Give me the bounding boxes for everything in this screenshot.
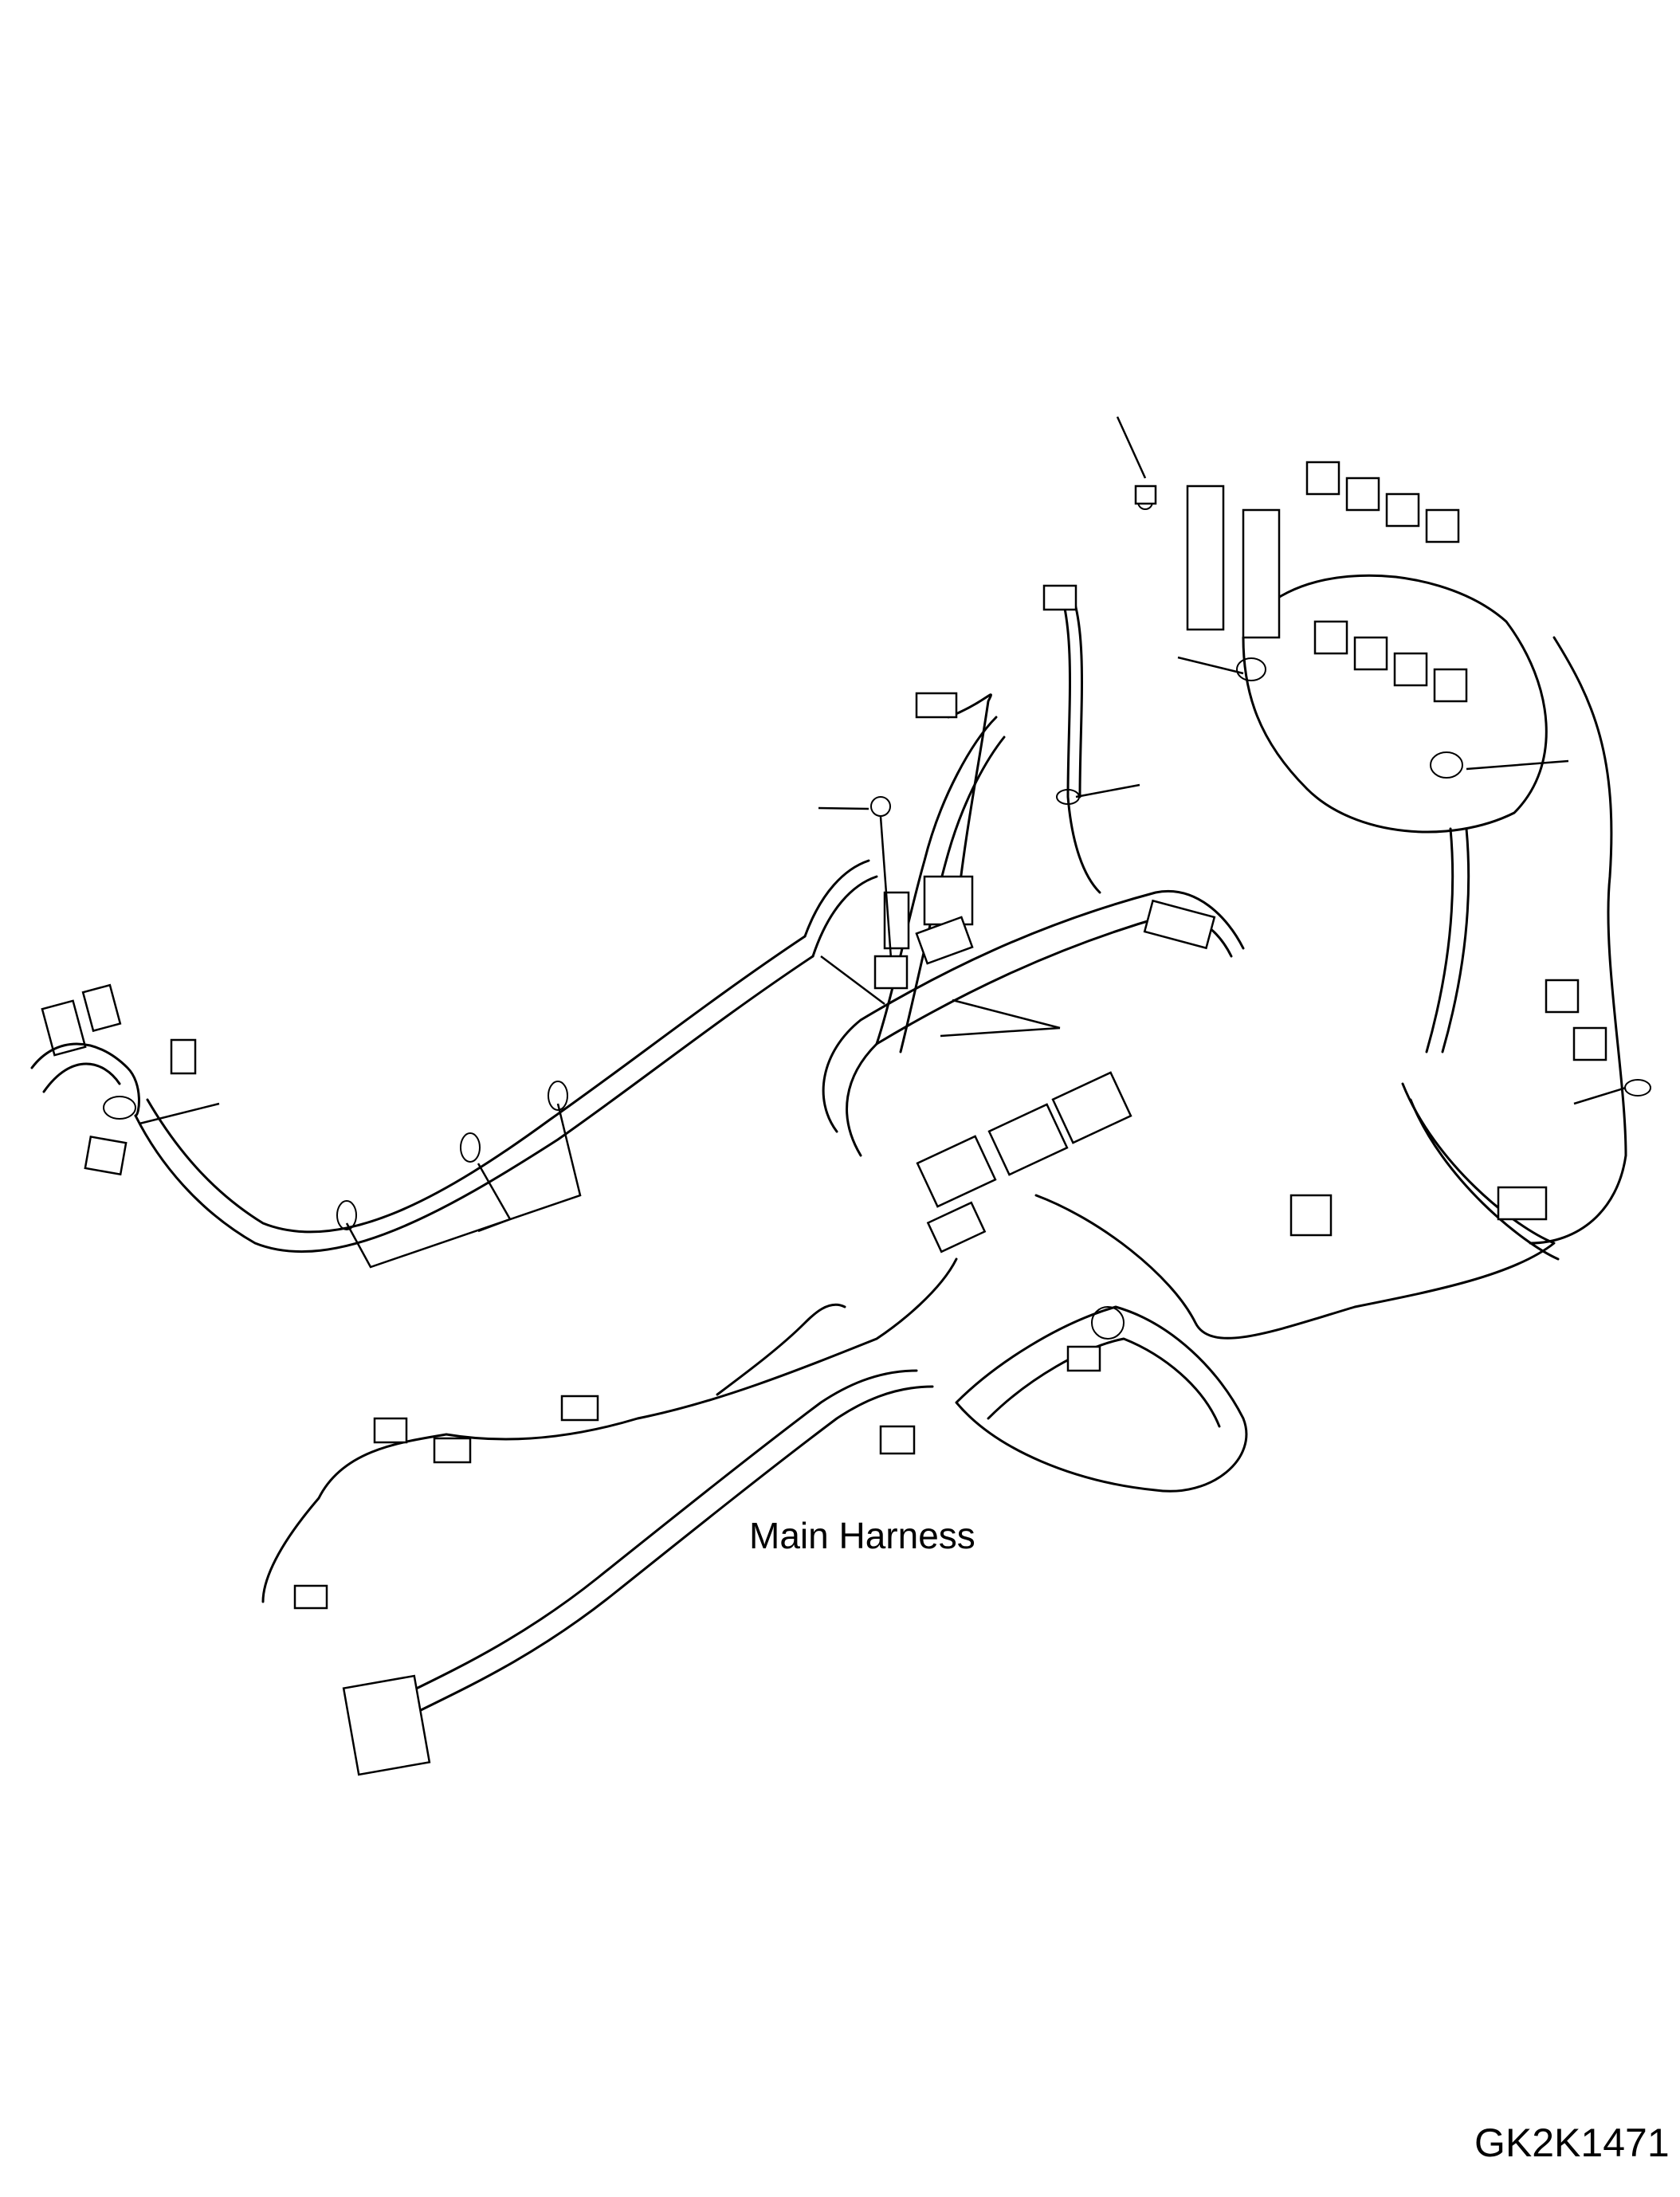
upper-branches [915, 584, 1101, 926]
drawing-code: GK2K1471 [1474, 2120, 1670, 2165]
leader-lines [139, 416, 1627, 1125]
central-trunk [822, 716, 1245, 1157]
center-junction [883, 891, 1132, 1253]
lower-branches [261, 1257, 958, 1776]
grommets [336, 1081, 568, 1230]
lower-tray [955, 1305, 1248, 1493]
diagram-title: Main Harness [749, 1515, 975, 1556]
grommet-leader [345, 1103, 582, 1269]
fuse-relay-block [1137, 461, 1548, 834]
fasteners [870, 485, 1157, 990]
right-side-loop [1034, 636, 1651, 1340]
left-end-connectors [30, 983, 197, 1176]
left-harness-branch [134, 859, 878, 1253]
